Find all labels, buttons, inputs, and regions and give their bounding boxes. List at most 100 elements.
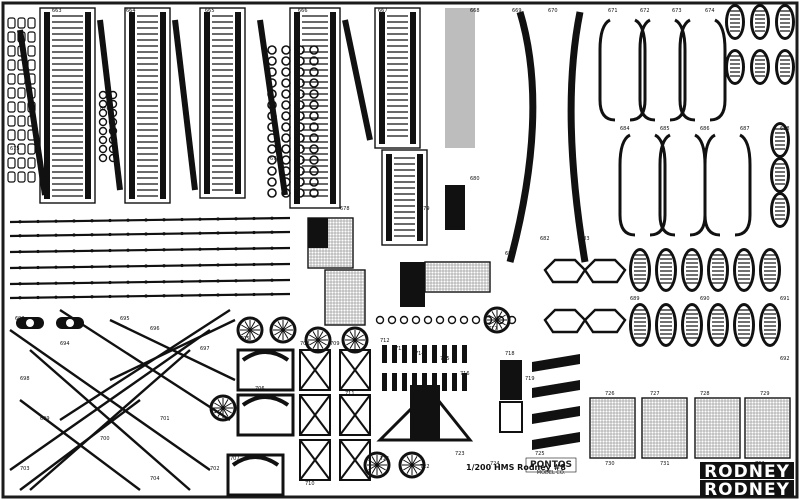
rail-post	[18, 220, 22, 224]
ring	[295, 144, 305, 154]
deckhouse-roof	[241, 350, 290, 362]
ring	[281, 67, 291, 77]
porthole-frame	[27, 101, 36, 113]
porthole-frame	[17, 115, 26, 127]
part-number: 705	[240, 336, 250, 342]
bracket	[583, 258, 627, 284]
nameplate-text-2: RODNEY	[704, 480, 790, 500]
part-number: 721	[380, 456, 390, 462]
part-number: 685	[660, 126, 670, 132]
wheel-spoke	[222, 407, 229, 417]
porthole-ring	[108, 99, 118, 109]
ring	[267, 188, 277, 198]
ring	[309, 155, 319, 165]
part-number: 670	[548, 8, 558, 14]
wheel-spoke	[488, 314, 498, 321]
rail-post	[72, 281, 76, 285]
part-number: 708	[300, 341, 310, 347]
part-number: 693	[15, 316, 25, 322]
part-number: 674	[705, 8, 715, 14]
ring	[309, 111, 319, 121]
porthole-frame	[7, 157, 16, 169]
rail-post	[234, 217, 238, 221]
ring	[267, 45, 277, 55]
rail-post	[126, 218, 130, 222]
porthole-frame	[17, 157, 26, 169]
rail-post	[252, 216, 256, 221]
porthole-frame	[27, 59, 36, 71]
ring	[295, 166, 305, 176]
rail-post	[126, 232, 130, 236]
ring	[267, 166, 277, 176]
cross-brace	[299, 349, 331, 391]
porthole-frame	[7, 31, 16, 43]
rail-post	[162, 280, 166, 284]
part-number: 677	[270, 156, 280, 162]
stanchion	[462, 373, 467, 391]
ring	[295, 67, 305, 77]
part-number: 679	[420, 206, 430, 212]
part-number: 720	[545, 364, 555, 370]
porthole-frame	[17, 171, 26, 183]
rail-post	[126, 280, 130, 284]
porthole-ring	[98, 99, 108, 109]
wheel	[304, 326, 332, 354]
ring	[295, 111, 305, 121]
ring	[281, 78, 291, 88]
rail-post	[198, 247, 202, 251]
ring	[267, 155, 277, 165]
part-number: 675	[10, 146, 20, 152]
wheel-spoke	[309, 339, 319, 346]
rail-post	[180, 279, 184, 284]
wheel-spoke	[217, 407, 224, 417]
ring	[267, 78, 277, 88]
wheel-spoke	[282, 321, 289, 331]
small-ring	[483, 315, 493, 325]
part-number: 681	[505, 251, 515, 257]
wheel-spoke	[282, 329, 289, 339]
small-ring	[507, 315, 517, 325]
porthole-ring	[108, 126, 118, 136]
rail-post	[270, 292, 274, 296]
porthole-ring	[108, 90, 118, 100]
wheel-spoke	[411, 464, 421, 471]
wheel-spoke	[249, 324, 259, 331]
part-number: 697	[200, 346, 210, 352]
porthole-frame	[7, 115, 16, 127]
rail-post	[54, 295, 58, 299]
wheel-spoke	[222, 399, 229, 409]
part-number: 724	[490, 461, 500, 467]
wheel-spoke	[406, 456, 413, 466]
part-number: 700	[100, 436, 110, 442]
tube-hole	[26, 319, 34, 327]
wheel	[341, 326, 369, 354]
cross-frame	[299, 439, 331, 481]
ring	[267, 144, 277, 154]
ladder-stringer	[204, 12, 210, 194]
wheel-spoke	[277, 329, 284, 339]
rail-post	[162, 264, 166, 268]
porthole-frame	[27, 157, 36, 169]
rail-post	[180, 231, 184, 236]
wheel-spoke	[317, 339, 324, 349]
ring	[309, 188, 319, 198]
wheel-spoke	[376, 464, 383, 474]
wheel-spoke	[282, 324, 292, 331]
wheel-spoke	[241, 324, 251, 331]
wedge-plate	[532, 406, 580, 424]
porthole-frame	[27, 143, 36, 155]
brand-subtitle: MODEL CO.	[537, 470, 566, 476]
ladder-stringer	[417, 154, 423, 241]
wheel	[269, 316, 297, 344]
ladder-frame	[199, 7, 246, 199]
support-strut	[257, 19, 288, 196]
ladder-stringer	[379, 12, 385, 144]
ladder-stringer	[160, 12, 166, 199]
rail-post	[252, 262, 256, 267]
wheel-spoke	[309, 334, 319, 341]
porthole-ring	[108, 108, 118, 118]
brand-name: PONTOS	[530, 460, 572, 470]
porthole-frame	[27, 171, 36, 183]
wedge-plate	[532, 354, 580, 372]
